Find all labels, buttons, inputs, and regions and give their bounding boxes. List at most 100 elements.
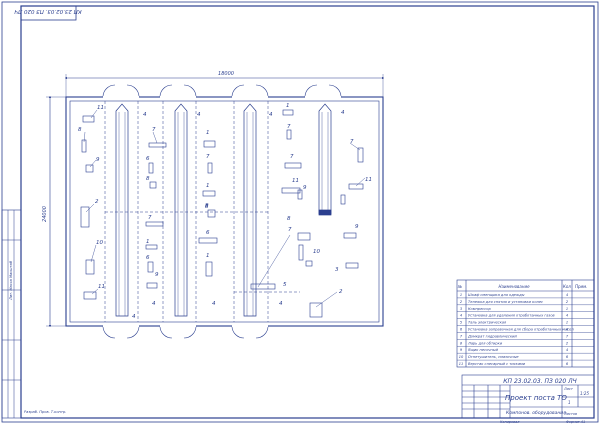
legend-row-name: Шкаф сменщика для одежды	[468, 293, 525, 297]
svg-text:9: 9	[355, 224, 359, 230]
legend-row-qty: 7	[566, 334, 569, 338]
dimension-height-text: 24000	[42, 206, 48, 222]
svg-text:10: 10	[313, 249, 320, 255]
svg-text:11: 11	[365, 177, 372, 183]
svg-text:6: 6	[146, 156, 150, 162]
title-sheet-num: 1	[568, 400, 571, 405]
svg-text:9: 9	[155, 272, 159, 278]
svg-text:4: 4	[197, 112, 201, 118]
svg-text:6: 6	[146, 255, 150, 261]
legend-row-qty: 6	[566, 355, 569, 359]
svg-text:8: 8	[146, 176, 150, 182]
pit-3	[243, 103, 257, 317]
legend-table	[456, 279, 595, 368]
svg-text:4: 4	[341, 110, 345, 116]
legend-row-name: Таль электрическая	[468, 321, 507, 325]
svg-text:4: 4	[143, 112, 147, 118]
legend-row-qty: 4	[566, 328, 569, 332]
title-doc-code: КП 23.02.03. ПЗ 020 ЛЧ	[503, 378, 576, 385]
svg-text:7: 7	[152, 127, 156, 133]
legend-row-qty: 2	[566, 341, 569, 345]
legend-row-num: 9	[460, 348, 463, 352]
legend-row-qty: 6	[566, 362, 569, 366]
inspection-pits	[115, 103, 332, 317]
legend-row-name: Верстак слесарный с тисками	[468, 362, 526, 366]
legend-row-num: 5	[460, 321, 463, 325]
svg-text:6: 6	[206, 230, 210, 236]
legend-row-num: 10	[459, 355, 464, 359]
svg-text:1: 1	[206, 253, 210, 259]
svg-text:4: 4	[132, 314, 136, 320]
legend-row-num: 4	[460, 314, 463, 318]
svg-text:7: 7	[288, 227, 292, 233]
legend-row-qty: 1	[566, 307, 568, 311]
legend-row-name: Домкрат гидравлический	[467, 334, 517, 338]
svg-text:11: 11	[97, 105, 104, 111]
binding-strip	[1, 209, 22, 419]
pit-4	[318, 103, 332, 215]
building-plan	[46, 74, 385, 339]
svg-text:8: 8	[287, 216, 291, 222]
svg-text:9: 9	[96, 157, 100, 163]
bottom-left-note: Разраб. Пров. Т.контр.	[24, 410, 66, 414]
legend-row-num: 1	[460, 293, 462, 297]
svg-text:3: 3	[335, 267, 339, 273]
legend-header-note: Прим.	[575, 284, 587, 289]
bottom-gates	[102, 324, 269, 339]
top-gates	[102, 84, 342, 99]
svg-text:10: 10	[96, 240, 103, 246]
svg-text:7: 7	[148, 215, 152, 221]
title-sheet-label: Лист	[563, 387, 574, 391]
svg-text:1: 1	[206, 183, 210, 189]
svg-text:7: 7	[350, 139, 354, 145]
legend-row-name: Ларь для обтирки	[467, 341, 503, 345]
legend-row-num: 3	[460, 307, 463, 311]
svg-text:4: 4	[212, 301, 216, 307]
equipment	[80, 109, 364, 318]
svg-text:7: 7	[287, 124, 291, 130]
pit-2	[174, 103, 188, 317]
svg-text:1: 1	[286, 103, 290, 109]
svg-text:4: 4	[269, 112, 273, 118]
title-scale: 1:25	[580, 391, 589, 396]
legend-row-num: 8	[460, 341, 463, 345]
dimension-width-text: 18000	[218, 71, 234, 77]
legend-header-qty: Кол	[563, 284, 571, 289]
svg-text:7: 7	[206, 154, 210, 160]
legend-row-qty: 4	[566, 314, 569, 318]
legend-row-qty: 4	[566, 293, 569, 297]
svg-text:2: 2	[95, 199, 99, 205]
svg-text:8: 8	[78, 127, 82, 133]
svg-text:8: 8	[205, 204, 209, 210]
legend-header-num: №	[457, 284, 462, 289]
title-subtitle: Компонов. оборудования	[506, 410, 566, 416]
top-stamp-text: КП 23.02.03. ПЗ 020 ЛЧ	[14, 8, 82, 14]
legend-row-name: Установка заправочная для сбора отработа…	[468, 328, 574, 332]
svg-text:4: 4	[152, 301, 156, 307]
legend-header-name: Наименование	[498, 284, 530, 289]
svg-text:11: 11	[98, 284, 105, 290]
binding-strip-note: Лит. Масса Масштаб	[9, 260, 13, 301]
equipment-labels: 11 8 9 2 10 11 7 6 8 7 1 9 6 1 7 1 8 6 1…	[78, 103, 372, 320]
top-stamp-box	[20, 5, 77, 21]
legend-row-name: Огнетушитель, смазочные	[468, 355, 519, 359]
title-format-label: Формат А1	[566, 420, 585, 424]
legend-row-qty: 2	[566, 300, 569, 304]
legend-header: № Наименование Кол Прим.	[457, 284, 587, 289]
legend-row-name: Установка для удаления отработанных газо…	[468, 314, 555, 318]
title-block	[461, 374, 595, 419]
title-main: Проект поста ТО	[505, 394, 567, 402]
legend-row-name: Тележка для снятия и установки колес	[468, 300, 543, 304]
svg-text:4: 4	[279, 301, 283, 307]
svg-text:8: 8	[205, 203, 209, 209]
legend-row-name: Ящик песочный	[467, 348, 499, 352]
svg-text:7: 7	[290, 154, 294, 160]
legend-row-num: 7	[460, 334, 463, 338]
legend-rows: 1 Шкаф сменщика для одежды 4 2 Тележка для с…	[457, 293, 594, 366]
title-sheets-label: Листов	[563, 412, 577, 416]
title-copy-label: Копировал	[500, 420, 520, 424]
svg-text:1: 1	[206, 130, 210, 136]
svg-text:2: 2	[339, 289, 343, 295]
legend-row-num: 2	[460, 300, 463, 304]
